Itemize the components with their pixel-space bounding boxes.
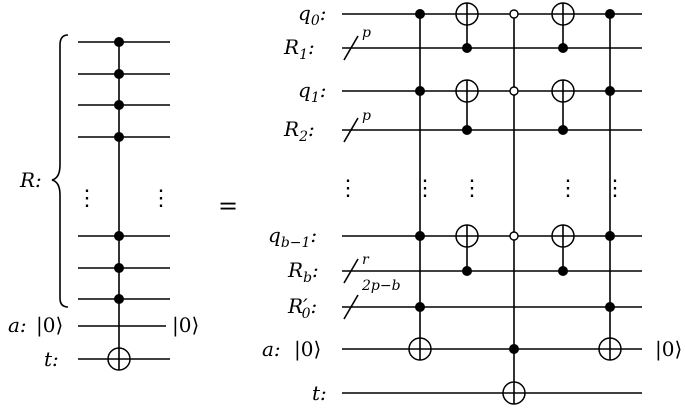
gate1-vdots: ⋮ [414, 176, 436, 201]
ancilla-ket-in-right: |0⟩ [294, 337, 321, 362]
ancilla-ket-out: |0⟩ [172, 313, 199, 338]
register-brace [51, 34, 69, 308]
bus-slash-R1 [343, 35, 359, 61]
label-t: t: [312, 381, 327, 405]
gate1-control-dot [415, 302, 425, 312]
gate3-open-control [509, 231, 519, 241]
gate4-control-dot [558, 125, 568, 135]
right-circuit: q0: R1: q1: R2: ⋮ qb−1: Rb: R′0: a: |0⟩ … [262, 1, 682, 405]
register-label: R: [19, 168, 42, 192]
gate3-control-dot [509, 344, 519, 354]
gate4-xor-q1 [551, 79, 575, 103]
control-dot [114, 294, 124, 304]
gate2-control-dot [462, 43, 472, 53]
control-dot [114, 263, 124, 273]
gate5-control-dot [605, 231, 615, 241]
bus-label-R0-prime: 2p−b [361, 278, 401, 294]
bus-slash-R0-prime [343, 294, 359, 320]
gate4-xor-q0 [551, 2, 575, 26]
control-dot [114, 37, 124, 47]
control-dot [114, 132, 124, 142]
label-q0: q0: [298, 1, 326, 29]
ancilla-label: a: [8, 313, 27, 337]
gate2-xor-q1 [455, 79, 479, 103]
gate5-control-dot [605, 302, 615, 312]
label-q1: q1: [298, 78, 326, 106]
bus-slash-Rb [343, 258, 359, 284]
label-Rb: Rb: [287, 258, 319, 286]
gate2-vdots: ⋮ [461, 176, 483, 201]
gate5-xor [598, 337, 622, 361]
gate3-open-control [509, 86, 519, 96]
gate4-vdots: ⋮ [557, 176, 579, 201]
bus-label-R1: p [362, 25, 371, 41]
bus-label-R2: p [362, 108, 371, 124]
gate2-control-dot [462, 266, 472, 276]
gate5-control-dot [605, 9, 615, 19]
ancilla-ket-out-right: |0⟩ [655, 337, 682, 362]
gate3-open-control [509, 9, 519, 19]
target-xor [107, 347, 131, 371]
gate5-vdots: ⋮ [604, 176, 626, 201]
bus-slash-R2 [343, 117, 359, 143]
label-R2: R2: [283, 117, 315, 145]
gate5-control-dot [605, 86, 615, 96]
gate4-xor-qb-1 [551, 224, 575, 248]
vdots-labels: ⋮ [337, 176, 359, 201]
gate2-xor-qb-1 [455, 224, 479, 248]
gate1-xor [408, 337, 432, 361]
control-dot [114, 231, 124, 241]
gate3-xor-t [502, 381, 526, 405]
label-R1: R1: [283, 35, 315, 63]
equals-sign: = [218, 192, 238, 220]
gate1-control-dot [415, 86, 425, 96]
label-qb-1: qb−1: [268, 223, 317, 251]
gate1-control-dot [415, 9, 425, 19]
gate2-xor-q0 [455, 2, 479, 26]
control-dot [114, 69, 124, 79]
bus-label-Rb: r [362, 252, 370, 268]
gate1-control-dot [415, 231, 425, 241]
vdots-right: ⋮ [150, 186, 172, 211]
ancilla-ket-in: |0⟩ [36, 313, 63, 338]
gate4-control-dot [558, 43, 568, 53]
target-label: t: [44, 347, 59, 371]
label-a: a: [262, 337, 281, 361]
vdots-left: ⋮ [76, 186, 98, 211]
gate2-control-dot [462, 125, 472, 135]
label-R0-prime: R′0: [287, 294, 317, 322]
control-dot [114, 100, 124, 110]
gate4-control-dot [558, 266, 568, 276]
left-circuit: R: ⋮ ⋮ a: |0⟩ |0⟩ t: [8, 34, 199, 371]
